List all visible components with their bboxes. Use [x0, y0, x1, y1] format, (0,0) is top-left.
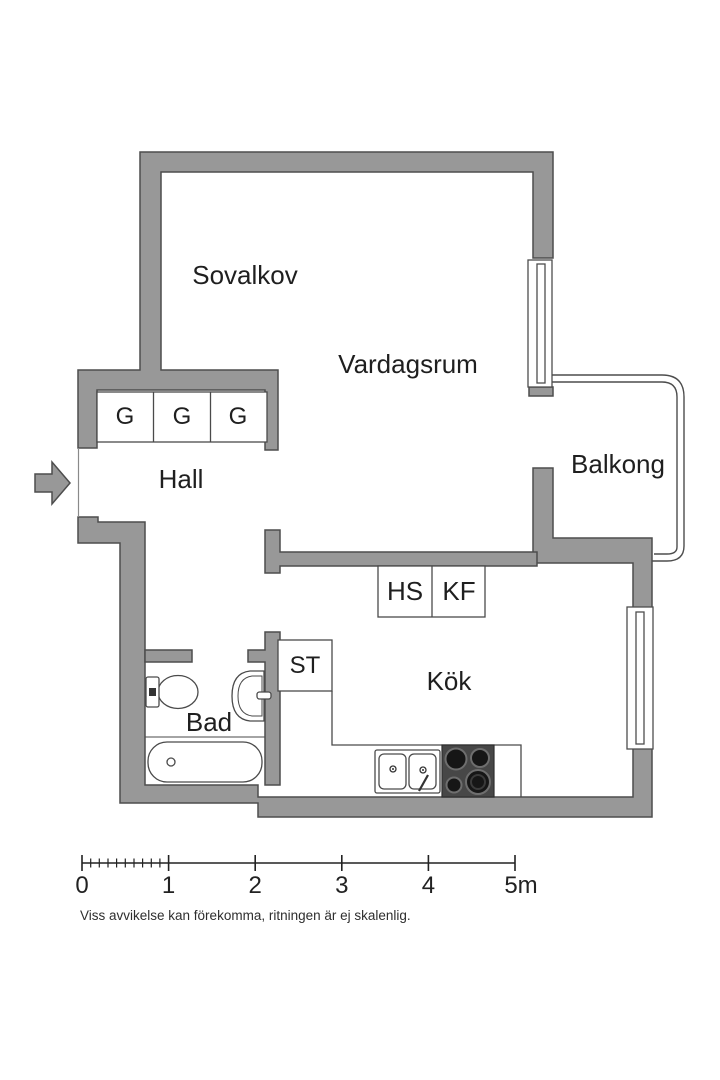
bathroom-fixtures [145, 670, 272, 783]
scale-tick-label: 0 [75, 872, 89, 899]
wardrobe-units [96, 391, 268, 443]
appliance-label-hs: HS [386, 576, 424, 606]
scale-tick-label: 1 [161, 872, 176, 899]
cleaning-closet-box [277, 639, 333, 692]
stove [441, 744, 495, 798]
room-label-hall: Hall [158, 464, 204, 494]
wardrobe-label: G [172, 403, 192, 430]
interior-wall-bath-left [144, 649, 193, 663]
room-label-sovalkov: Sovalkov [192, 260, 298, 290]
scale-tick-label: 3 [335, 872, 349, 899]
sink-faucet [418, 774, 429, 792]
exterior-wall-upper [77, 151, 554, 451]
balcony-railing [552, 374, 685, 562]
burner [470, 748, 490, 768]
windows [527, 259, 654, 750]
toilet [145, 674, 199, 710]
burner [444, 747, 468, 771]
scale-tick-label: 5m [504, 872, 538, 899]
kitchen-counter-edge [331, 691, 522, 797]
wardrobe-label: G [228, 403, 248, 430]
closet-label-st: ST [289, 652, 321, 679]
appliance-boxes [377, 565, 486, 618]
burner [465, 769, 491, 795]
balcony-door-sill [528, 386, 554, 397]
entrance-arrow-icon [34, 459, 71, 507]
wardrobe-row [96, 391, 268, 443]
bathroom-sink [231, 670, 272, 722]
balcony-railing-inner [552, 381, 678, 555]
appliance-label-kf: KF [442, 576, 476, 606]
bathtub [147, 741, 263, 783]
room-label-vardagsrum: Vardagsrum [338, 349, 478, 379]
interior-wall-kitchen [264, 529, 538, 574]
wardrobe-label: G [115, 403, 135, 430]
burner [445, 776, 463, 794]
kitchen-sink [374, 749, 441, 794]
basin-tap [256, 691, 272, 700]
balcony-door-window [527, 259, 553, 388]
kitchen-window [626, 606, 654, 750]
scale-bar [81, 855, 516, 871]
room-label-balkong: Balkong [571, 449, 665, 479]
scale-tick-label: 2 [248, 872, 262, 899]
toilet-flush [149, 688, 156, 696]
balcony-railing-outer [552, 374, 685, 562]
scale-tick-label: 4 [421, 872, 436, 899]
room-label-bad: Bad [185, 707, 233, 737]
disclaimer-text: Viss avvikelse kan förekomma, ritningen … [80, 908, 411, 923]
bathtub-drain [166, 757, 176, 767]
interior-wall-bath-right [247, 631, 281, 786]
room-label-kok: Kök [426, 666, 472, 696]
